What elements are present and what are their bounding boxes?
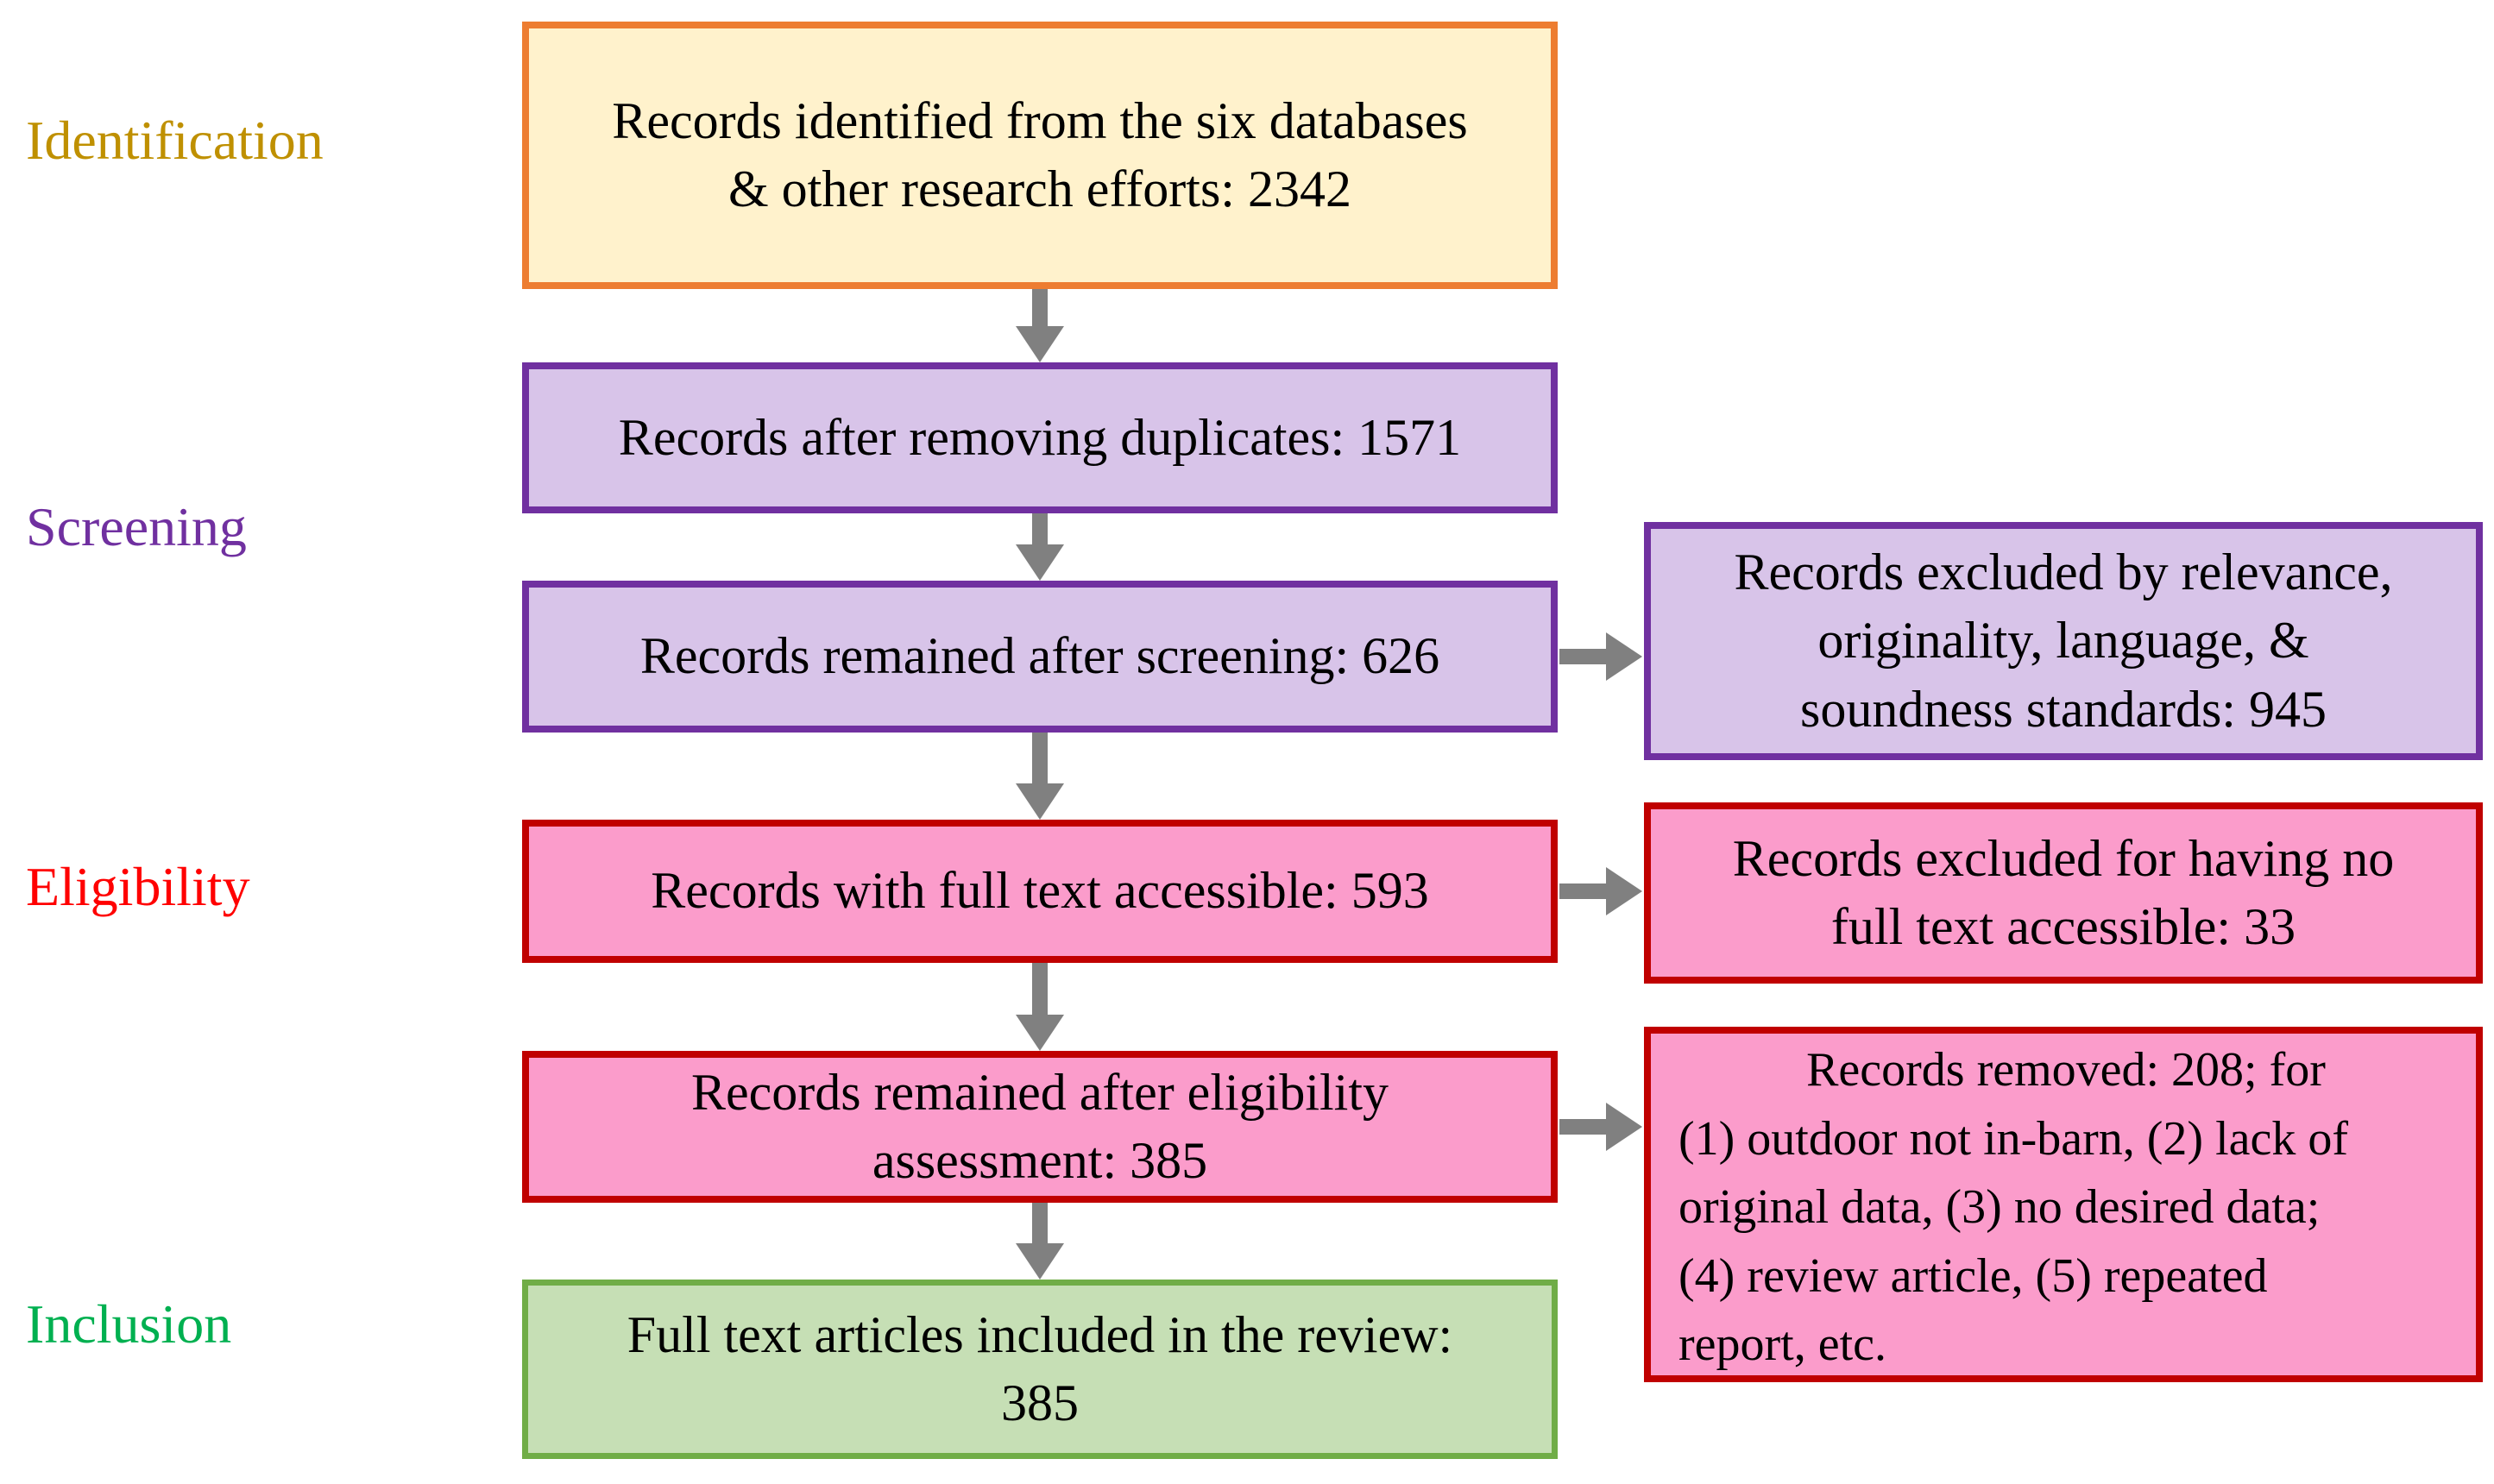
stage-label-eligibility: Eligibility: [26, 856, 250, 917]
arrow-head: [1016, 783, 1064, 820]
exclusion-box-text: report, etc.: [1678, 1317, 1886, 1372]
arrow-shaft: [1032, 733, 1048, 783]
flow-box-records-after-duplicates: Records after removing duplicates: 1571: [522, 362, 1558, 513]
flow-box-text: Records after removing duplicates: 1571: [618, 408, 1462, 466]
arrow-down-icon: [1016, 1203, 1064, 1280]
flow-box-records-after-screening: Records remained after screening: 626: [522, 581, 1558, 733]
exclusion-box-standards: Records excluded by relevance, originali…: [1644, 522, 2483, 760]
flow-box-records-full-text-accessible: Records with full text accessible: 593: [522, 820, 1558, 963]
arrow-shaft: [1559, 1119, 1606, 1135]
stage-label-identification: Identification: [26, 110, 324, 171]
arrow-head: [1016, 1015, 1064, 1051]
exclusion-box-text: Records excluded by relevance,: [1734, 544, 2393, 601]
arrow-shaft: [1559, 883, 1606, 899]
arrow-head: [1606, 1103, 1642, 1151]
exclusion-box-text: original data, (3) no desired data;: [1678, 1180, 2321, 1235]
exclusion-box-text: full text accessible: 33: [1830, 898, 2296, 955]
stage-label-screening: Screening: [26, 496, 247, 557]
flow-box-records-identified: Records identified from the six database…: [522, 22, 1558, 289]
arrow-down-icon: [1016, 513, 1064, 581]
flow-box-text: Records with full text accessible: 593: [651, 862, 1429, 920]
arrow-shaft: [1032, 963, 1048, 1015]
flow-box-text: 385: [1001, 1374, 1079, 1431]
exclusion-box-removed-reasons: Records removed: 208; for (1) outdoor no…: [1644, 1027, 2483, 1382]
stage-label-inclusion: Inclusion: [26, 1293, 232, 1355]
arrow-shaft: [1032, 513, 1048, 544]
arrow-shaft: [1559, 649, 1606, 664]
flow-box-text: Records remained after screening: 626: [639, 627, 1440, 685]
exclusion-box-text: (1) outdoor not in-barn, (2) lack of: [1678, 1111, 2348, 1166]
exclusion-box-text: originality, language, &: [1817, 612, 2309, 670]
exclusion-box-text: (4) review article, (5) repeated: [1678, 1248, 2268, 1303]
arrow-head: [1016, 326, 1064, 362]
arrow-shaft: [1032, 1203, 1048, 1243]
flow-box-full-text-included: Full text articles included in the revie…: [522, 1280, 1558, 1459]
arrow-down-icon: [1016, 963, 1064, 1051]
exclusion-box-text: Records excluded for having no: [1732, 829, 2395, 887]
arrow-head: [1016, 544, 1064, 581]
exclusion-box-no-full-text: Records excluded for having no full text…: [1644, 802, 2483, 984]
arrow-shaft: [1032, 289, 1048, 326]
arrow-head: [1606, 867, 1642, 915]
exclusion-box-heading: Records removed: 208; for: [1806, 1043, 2326, 1097]
arrow-head: [1016, 1243, 1064, 1280]
arrow-right-icon: [1559, 632, 1642, 681]
flow-box-text: Full text articles included in the revie…: [627, 1305, 1453, 1363]
exclusion-box-text: soundness standards: 945: [1800, 680, 2327, 738]
flow-box-records-after-eligibility: Records remained after eligibility asses…: [522, 1051, 1558, 1203]
flow-box-text: Records identified from the six database…: [612, 91, 1468, 149]
flow-box-text: & other research efforts: 2342: [728, 160, 1351, 217]
arrow-down-icon: [1016, 733, 1064, 820]
arrow-right-icon: [1559, 867, 1642, 915]
arrow-right-icon: [1559, 1103, 1642, 1151]
flow-box-text: assessment: 385: [872, 1132, 1208, 1189]
arrow-head: [1606, 632, 1642, 681]
flow-box-text: Records remained after eligibility: [690, 1063, 1389, 1121]
arrow-down-icon: [1016, 289, 1064, 362]
